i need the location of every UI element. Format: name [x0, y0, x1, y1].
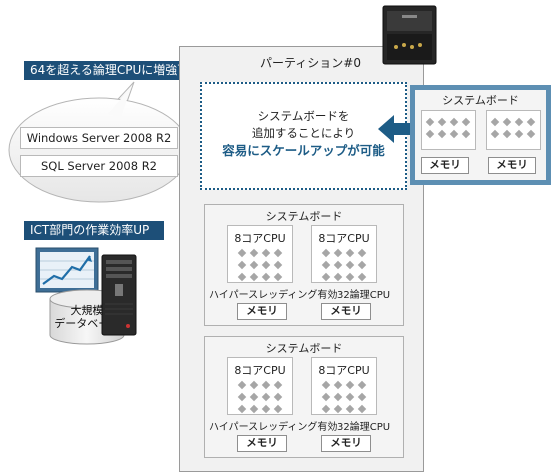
cpu-1a-cores — [237, 248, 283, 282]
cpu-2b-cores — [321, 380, 367, 414]
added-memory-a: メモリ — [421, 157, 469, 174]
cpu-1b-cores — [321, 248, 367, 282]
memory-2b: メモリ — [321, 435, 371, 452]
added-cpu-a-cores — [425, 117, 471, 139]
scaleup-message-emphasis: 容易にスケールアップが可能 — [222, 143, 385, 158]
headline-scale: 64を超える論理CPUに増強可能 — [24, 61, 226, 80]
scaleup-message: システムボードを 追加することにより 容易にスケールアップが可能 — [202, 108, 405, 159]
partition-title: パーティション#0 — [260, 56, 361, 70]
cpu-1b-label: 8コアCPU — [318, 232, 370, 245]
cpu-2a-label: 8コアCPU — [234, 364, 286, 377]
added-system-board-title: システムボード — [442, 94, 519, 107]
hyperthreading-note-2: ハイパースレッディング有効 — [209, 422, 338, 433]
system-board-1-title: システムボード — [265, 210, 343, 223]
cpu-2b-label: 8コアCPU — [318, 364, 370, 377]
memory-1b: メモリ — [321, 303, 371, 320]
arrow-left-icon — [378, 115, 416, 143]
headline-efficiency: ICT部門の作業効率UP — [24, 221, 164, 240]
logical-cpu-note-1: 32論理CPU — [337, 290, 391, 301]
memory-2a: メモリ — [237, 435, 287, 452]
logical-cpu-note-2: 32論理CPU — [337, 422, 391, 433]
hyperthreading-note-1: ハイパースレッディング有効 — [209, 290, 338, 301]
system-board-2-title: システムボード — [265, 342, 343, 355]
scaleup-message-line2: 追加することにより — [251, 126, 356, 140]
bubble-item-sql-server: SQL Server 2008 R2 — [20, 155, 178, 177]
scaleup-message-line1: システムボードを — [257, 109, 350, 123]
server-icon — [382, 5, 437, 65]
database-label-line1: 大規模 — [70, 304, 104, 317]
cpu-2a-cores — [237, 380, 283, 414]
added-memory-b: メモリ — [488, 157, 536, 174]
tower-server-icon — [101, 254, 137, 336]
scaleup-message-box — [200, 82, 407, 190]
bubble-item-windows-server: Windows Server 2008 R2 — [20, 127, 178, 149]
memory-1a: メモリ — [237, 303, 287, 320]
added-cpu-b-cores — [490, 117, 536, 139]
cpu-1a-label: 8コアCPU — [234, 232, 286, 245]
